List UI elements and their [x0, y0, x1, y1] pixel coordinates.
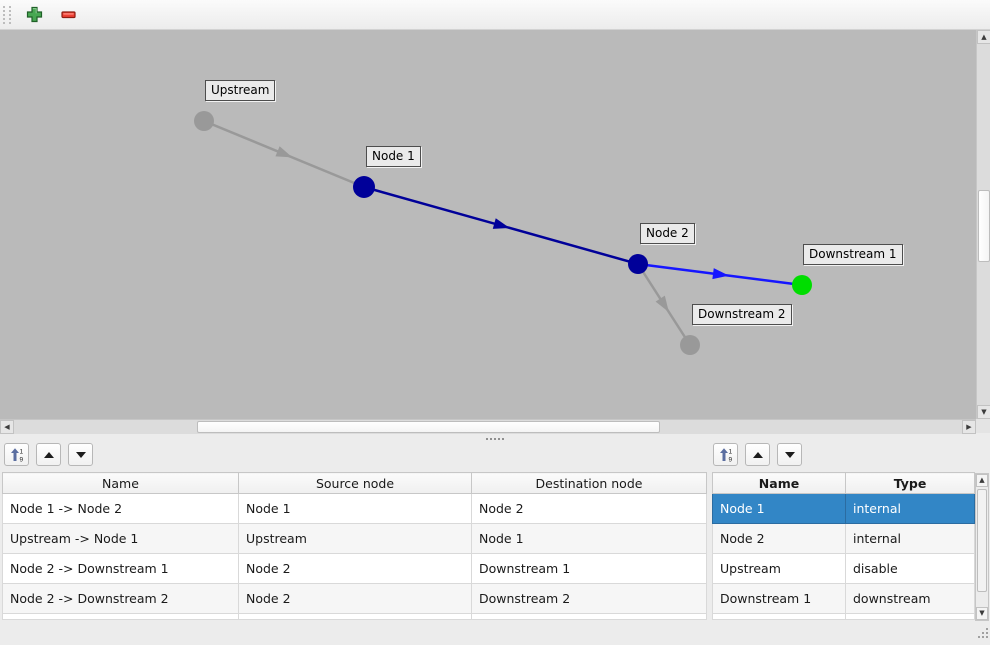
- edges-header-destination[interactable]: Destination node: [471, 472, 707, 494]
- table-cell[interactable]: Downstream 1: [471, 553, 707, 584]
- table-cell[interactable]: Downstream 1: [712, 583, 846, 614]
- svg-text:1: 1: [728, 448, 732, 455]
- svg-text:9: 9: [19, 456, 23, 463]
- table-cell[interactable]: Upstream -> Node 1: [2, 523, 239, 554]
- sort-nodes-button[interactable]: 1 9: [713, 443, 738, 466]
- panel-splitter[interactable]: [0, 433, 990, 445]
- table-cell[interactable]: Downstream 2: [471, 583, 707, 614]
- main-toolbar: [0, 0, 990, 30]
- scroll-left-button[interactable]: ◀: [0, 420, 14, 434]
- move-node-up-button[interactable]: [745, 443, 770, 466]
- table-cell[interactable]: Node 2 -> Downstream 1: [2, 553, 239, 584]
- triangle-up-icon: [43, 451, 54, 458]
- resize-grip-icon[interactable]: [974, 626, 976, 628]
- node-label-node-1[interactable]: Node 1: [366, 146, 421, 167]
- nodes-header-name[interactable]: Name: [712, 472, 846, 494]
- sort-ascending-icon: 1 9: [719, 447, 732, 463]
- node-node-2[interactable]: [628, 254, 648, 274]
- canvas-vertical-scrollbar[interactable]: ▲ ▼: [976, 30, 990, 419]
- move-edge-up-button[interactable]: [36, 443, 61, 466]
- table-cell[interactable]: Node 2: [712, 523, 846, 554]
- node-downstream-2[interactable]: [680, 335, 700, 355]
- edge-arrow-icon: [655, 295, 669, 313]
- edges-header-source[interactable]: Source node: [238, 472, 472, 494]
- node-downstream-1[interactable]: [792, 275, 812, 295]
- edges-table: Name Source node Destination node Node 1…: [2, 472, 707, 620]
- triangle-up-icon: [752, 451, 763, 458]
- table-cell[interactable]: Node 2 -> Downstream 2: [2, 583, 239, 614]
- edge-arrow-icon: [492, 218, 510, 229]
- nodes-scroll-thumb[interactable]: [977, 489, 987, 592]
- edge-arrow-icon: [275, 146, 293, 158]
- nodes-table-scrollbar[interactable]: ▲ ▼: [975, 473, 989, 621]
- node-label-downstream-1[interactable]: Downstream 1: [803, 244, 903, 265]
- toolbar-drag-handle[interactable]: [3, 5, 11, 24]
- vertical-scroll-thumb[interactable]: [978, 190, 990, 262]
- edges-panel-toolbar: 1 9: [4, 443, 93, 467]
- remove-node-button[interactable]: [55, 3, 81, 27]
- table-cell[interactable]: internal: [845, 523, 975, 554]
- svg-text:1: 1: [19, 448, 23, 455]
- table-cell[interactable]: Node 1: [238, 493, 472, 524]
- node-label-node-2[interactable]: Node 2: [640, 223, 695, 244]
- plus-icon: [26, 6, 42, 23]
- move-edge-down-button[interactable]: [68, 443, 93, 466]
- sort-edges-button[interactable]: 1 9: [4, 443, 29, 466]
- table-cell[interactable]: Node 1 -> Node 2: [2, 493, 239, 524]
- table-cell[interactable]: Node 2: [471, 493, 707, 524]
- edge-arrow-icon: [712, 268, 729, 280]
- minus-icon: [60, 11, 76, 19]
- scroll-right-button[interactable]: ▶: [962, 420, 976, 434]
- scroll-down-button[interactable]: ▼: [976, 607, 988, 620]
- scroll-up-button[interactable]: ▲: [977, 30, 990, 44]
- move-node-down-button[interactable]: [777, 443, 802, 466]
- table-cell[interactable]: Node 1: [712, 493, 846, 524]
- nodes-header-type[interactable]: Type: [845, 472, 975, 494]
- table-cell[interactable]: downstream: [845, 583, 975, 614]
- table-cell[interactable]: Upstream: [238, 523, 472, 554]
- triangle-down-icon: [784, 451, 795, 458]
- table-cell[interactable]: disable: [845, 553, 975, 584]
- scroll-up-button[interactable]: ▲: [976, 474, 988, 487]
- table-cell[interactable]: internal: [845, 493, 975, 524]
- splitter-grip-icon: [486, 438, 504, 440]
- add-node-button[interactable]: [21, 3, 47, 27]
- empty-partial-row: [2, 613, 707, 620]
- table-cell[interactable]: Node 2: [238, 553, 472, 584]
- node-label-upstream[interactable]: Upstream: [205, 80, 276, 101]
- canvas-horizontal-scrollbar[interactable]: ◀ ▶: [0, 419, 976, 434]
- scrollbar-corner: [976, 419, 990, 433]
- nodes-panel-toolbar: 1 9: [713, 443, 802, 467]
- node-label-downstream-2[interactable]: Downstream 2: [692, 304, 792, 325]
- graph-svg: [194, 111, 812, 355]
- svg-text:9: 9: [728, 456, 732, 463]
- horizontal-scroll-thumb[interactable]: [197, 421, 660, 433]
- scroll-down-button[interactable]: ▼: [977, 405, 990, 419]
- empty-partial-row: [712, 613, 975, 620]
- table-cell[interactable]: Node 2: [238, 583, 472, 614]
- table-cell[interactable]: Upstream: [712, 553, 846, 584]
- table-cell[interactable]: Node 1: [471, 523, 707, 554]
- sort-ascending-icon: 1 9: [10, 447, 23, 463]
- node-upstream[interactable]: [194, 111, 214, 131]
- triangle-down-icon: [75, 451, 86, 458]
- node-node-1[interactable]: [353, 176, 375, 198]
- edges-header-name[interactable]: Name: [2, 472, 239, 494]
